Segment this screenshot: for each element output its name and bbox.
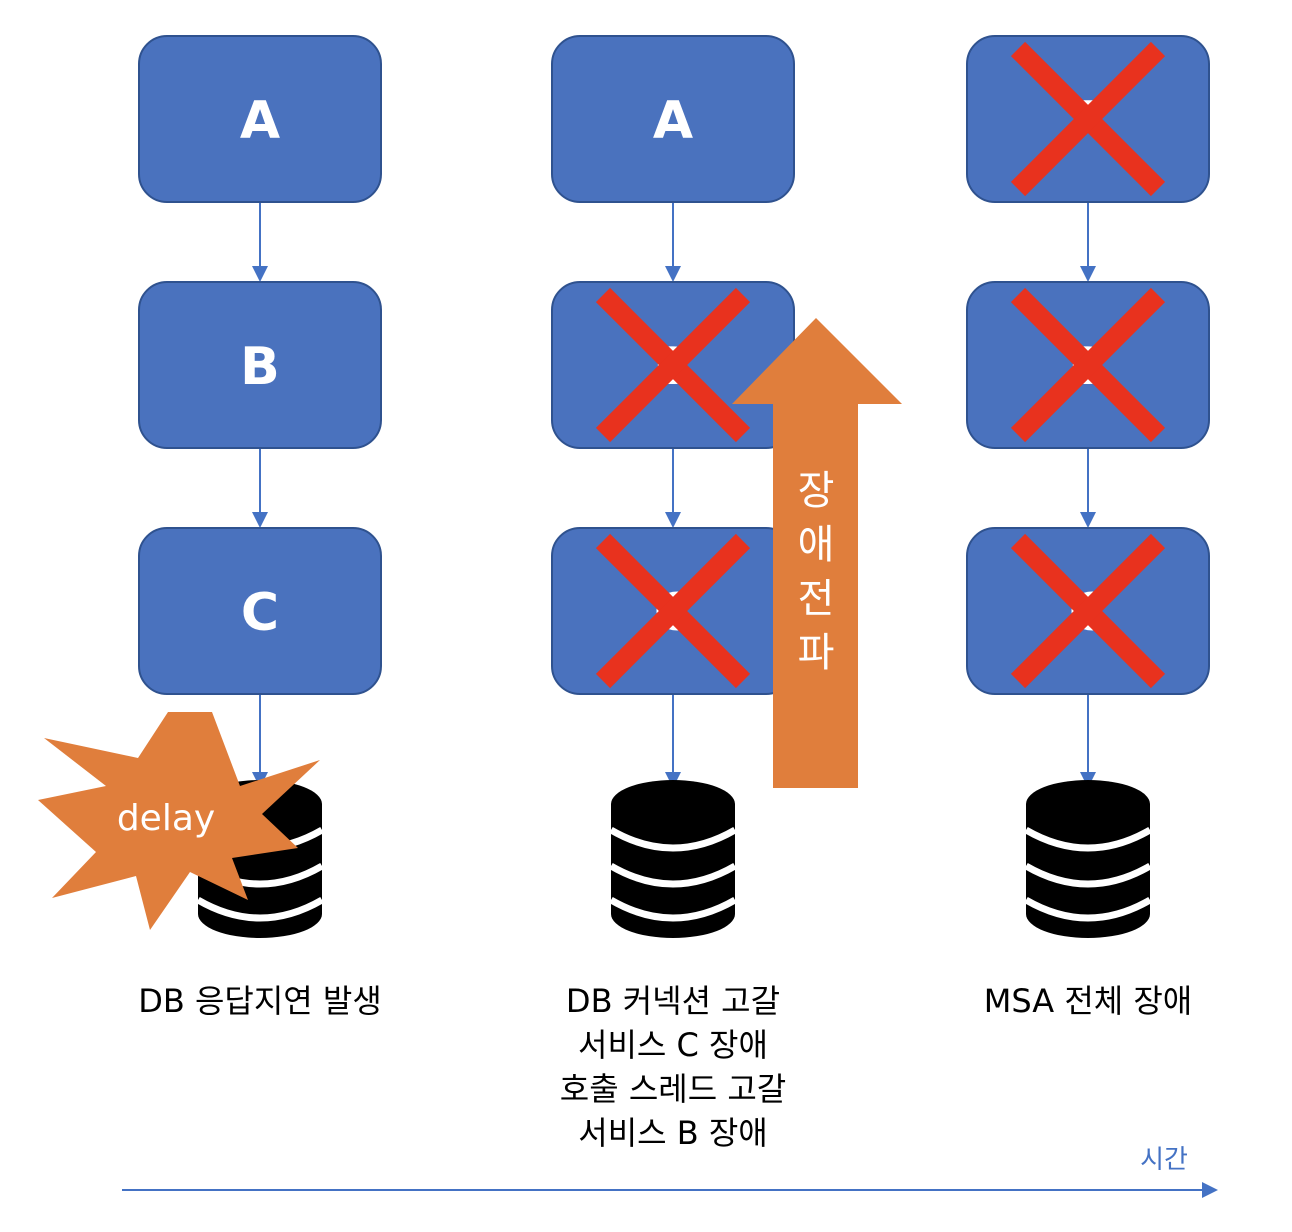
service-node-c: C xyxy=(551,527,795,695)
propagation-char: 애 xyxy=(798,522,835,568)
propagation-char: 파 xyxy=(798,630,835,676)
service-box xyxy=(138,35,382,203)
database-icon xyxy=(611,780,735,938)
caption-line: DB 응답지연 발생 xyxy=(138,982,382,1020)
service-box xyxy=(138,281,382,449)
service-box xyxy=(551,35,795,203)
failure-cross-icon xyxy=(1010,533,1166,689)
propagation-char: 전 xyxy=(798,576,835,622)
failure-cross-icon xyxy=(1010,287,1166,443)
caption-line: 호출 스레드 고갈 xyxy=(560,1070,786,1108)
service-label: A xyxy=(240,91,280,151)
database-icon xyxy=(1026,780,1150,938)
column-1: A B C DB 응답지연 발생 xyxy=(138,35,382,1020)
service-node-a: A xyxy=(551,35,795,203)
service-box xyxy=(138,527,382,695)
service-node-a: A xyxy=(138,35,382,203)
explosion-burst-icon xyxy=(38,712,320,930)
service-label: B xyxy=(240,337,280,397)
service-node-a: A xyxy=(966,35,1210,203)
service-node-b: B xyxy=(138,281,382,449)
caption-line: 서비스 B 장애 xyxy=(578,1114,768,1152)
propagation-char: 장 xyxy=(798,468,835,514)
propagation-arrow: 장 애 전 파 xyxy=(732,318,902,788)
caption-line: MSA 전체 장애 xyxy=(984,982,1193,1020)
service-node-c: C xyxy=(966,527,1210,695)
time-label: 시간 xyxy=(1140,1145,1188,1175)
delay-burst: delay xyxy=(38,712,320,930)
service-node-b: B xyxy=(551,281,795,449)
failure-cross-icon xyxy=(1010,41,1166,197)
column-3: ABC MSA 전체 장애 xyxy=(966,35,1210,1020)
timeline: 시간 xyxy=(122,1145,1218,1198)
delay-label: delay xyxy=(117,798,215,839)
failure-cross-icon xyxy=(595,533,751,689)
failure-cross-icon xyxy=(595,287,751,443)
caption-line: 서비스 C 장애 xyxy=(578,1026,768,1064)
caption-line: DB 커넥션 고갈 xyxy=(566,982,780,1020)
service-label: C xyxy=(241,583,279,643)
up-arrow-icon xyxy=(732,318,902,788)
service-label: A xyxy=(653,91,693,151)
service-node-b: B xyxy=(966,281,1210,449)
service-node-c: C xyxy=(138,527,382,695)
